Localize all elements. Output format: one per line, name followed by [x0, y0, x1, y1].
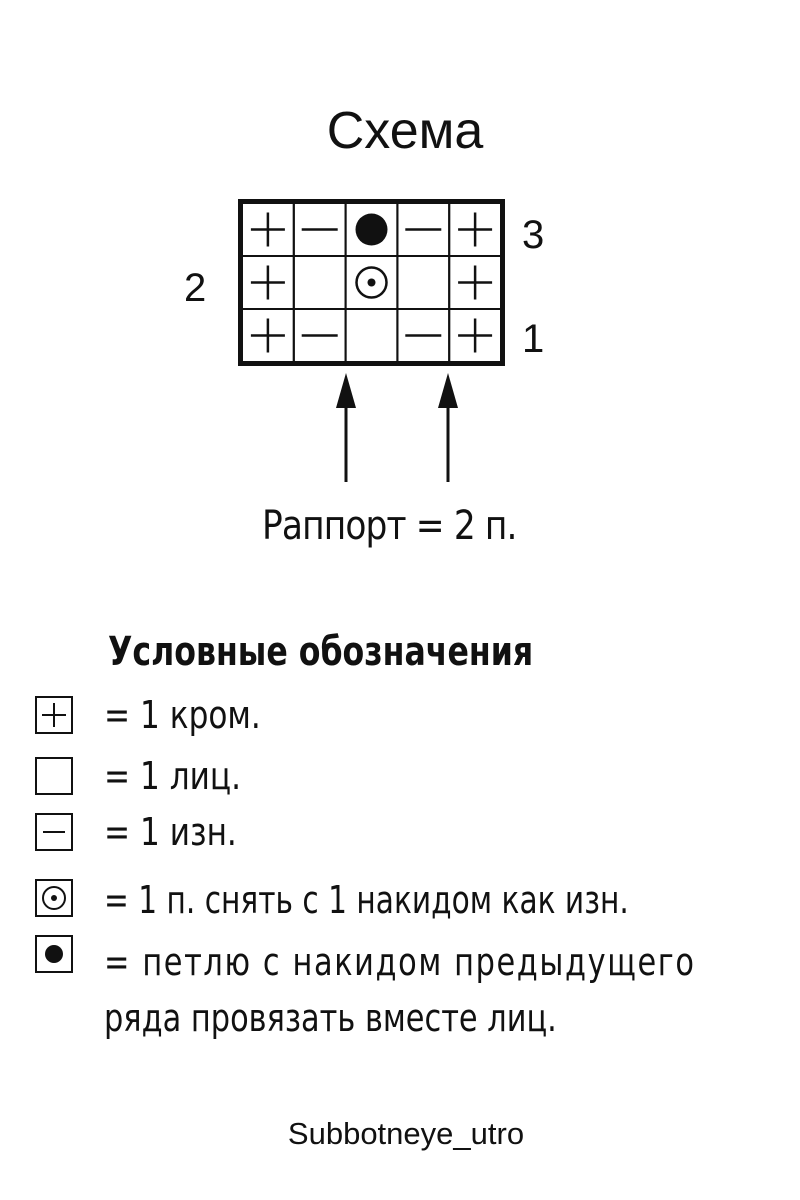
row-number-1: 1	[522, 317, 544, 361]
legend-text-slip: = 1 п. снять с 1 накидом как изн.	[104, 878, 629, 922]
purl-stitch-icon	[35, 813, 73, 851]
row-number-2: 2	[184, 266, 206, 310]
legend-text-knit: = 1 лиц.	[104, 754, 242, 798]
legend-text-dot-line2: ряда провязать вместе лиц.	[104, 996, 557, 1040]
chart-cell-edge	[448, 308, 503, 363]
chart-frame	[238, 199, 505, 366]
knitting-chart: 3 2 1	[184, 199, 544, 482]
legend-text-purl: = 1 изн.	[104, 810, 237, 854]
edge-stitch-icon	[35, 696, 73, 734]
legend-text-dot-line1: = петлю с накидом предыдущего	[104, 940, 696, 984]
repeat-arrow-left	[336, 373, 356, 482]
footer-signature: Subbotneye_utro	[287, 1116, 525, 1151]
legend-title: Условные обозначения	[108, 629, 534, 675]
chart-cells	[241, 202, 503, 363]
legend-text-edge: = 1 кром.	[104, 693, 261, 737]
repeat-arrow-right	[438, 373, 458, 482]
repeat-label: Раппорт = 2 п.	[262, 503, 517, 549]
knit-together-dot-icon	[35, 935, 73, 973]
knit-stitch-icon	[35, 757, 73, 795]
page-title: Схема	[326, 102, 484, 160]
slip-yarnover-icon	[35, 879, 73, 917]
row-number-3: 3	[522, 213, 544, 257]
